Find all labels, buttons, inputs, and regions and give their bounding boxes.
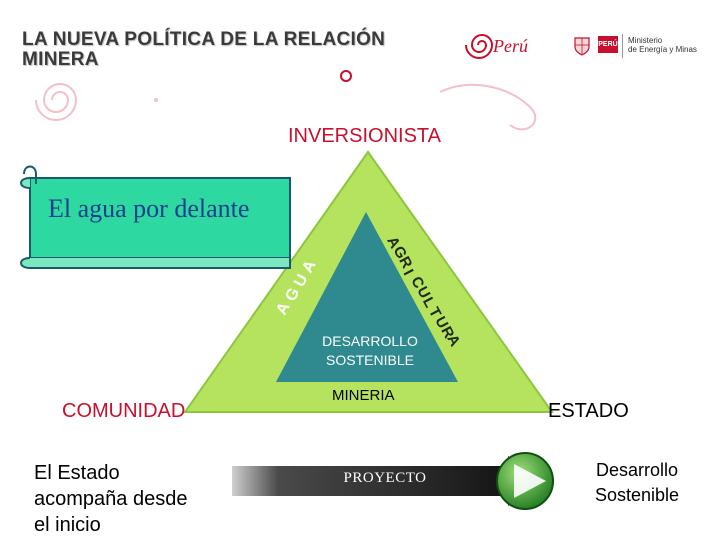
label-estado: ESTADO — [548, 400, 629, 422]
label-mineria: MINERIA — [332, 387, 395, 404]
state-text-line1: El Estado — [34, 462, 120, 484]
swirl-right-icon — [439, 83, 537, 131]
center-label-line2: SOSTENIBLE — [326, 352, 414, 368]
spiral-peru-icon — [465, 34, 494, 59]
slide-title-line2: MINERA — [22, 49, 99, 70]
dot-small-icon — [154, 98, 158, 102]
play-arrow-icon — [514, 464, 546, 498]
ministry-divider — [622, 34, 623, 58]
state-text-line3: el inicio — [34, 514, 101, 536]
coat-of-arms-icon — [572, 34, 592, 56]
peru-badge: PERÚ — [598, 36, 618, 53]
result-text-line1: Desarrollo — [595, 460, 679, 480]
slide-title: LA NUEVA POLÍTICA DE LA RELACIÓN MINERA — [22, 30, 452, 70]
sustainable-development-text: Desarrollo Sostenible — [572, 458, 702, 508]
peru-brand-logo: Perú — [493, 36, 528, 56]
state-accompanies-text: El Estado acompaña desde el inicio — [34, 460, 224, 538]
triangle-inner — [276, 212, 458, 382]
label-inversionista: INVERSIONISTA — [288, 125, 441, 147]
project-arrow-shape — [232, 456, 540, 506]
scroll-banner-text: El agua por delante — [48, 194, 250, 223]
slide-title-line1: LA NUEVA POLÍTICA DE LA RELACIÓN — [22, 29, 386, 50]
dot-red-icon — [340, 70, 352, 82]
label-comunidad: COMUNIDAD — [62, 400, 186, 422]
agua-letter: G — [282, 285, 304, 305]
result-text-line2: Sostenible — [594, 485, 680, 505]
agua-letter: A — [299, 257, 320, 276]
state-text-line2: acompaña desde — [34, 488, 188, 510]
center-label-line1: DESARROLLO — [322, 333, 418, 349]
scroll-banner — [20, 165, 291, 269]
center-label: DESARROLLO SOSTENIBLE — [300, 332, 440, 370]
ministry-name-line2: de Energía y Minas — [628, 45, 697, 54]
project-arrow-label: PROYECTO — [343, 470, 427, 486]
agua-letter: A — [273, 299, 294, 318]
ministry-name: Ministerio de Energía y Minas — [628, 36, 708, 54]
ministry-name-line1: Ministerio — [628, 36, 663, 45]
agua-letter: U — [291, 271, 312, 290]
spiral-left-icon — [35, 83, 78, 121]
agua-side-label: A G U A — [273, 256, 334, 326]
agricultura-side-label: A G R I C U L T U R A — [383, 232, 464, 350]
